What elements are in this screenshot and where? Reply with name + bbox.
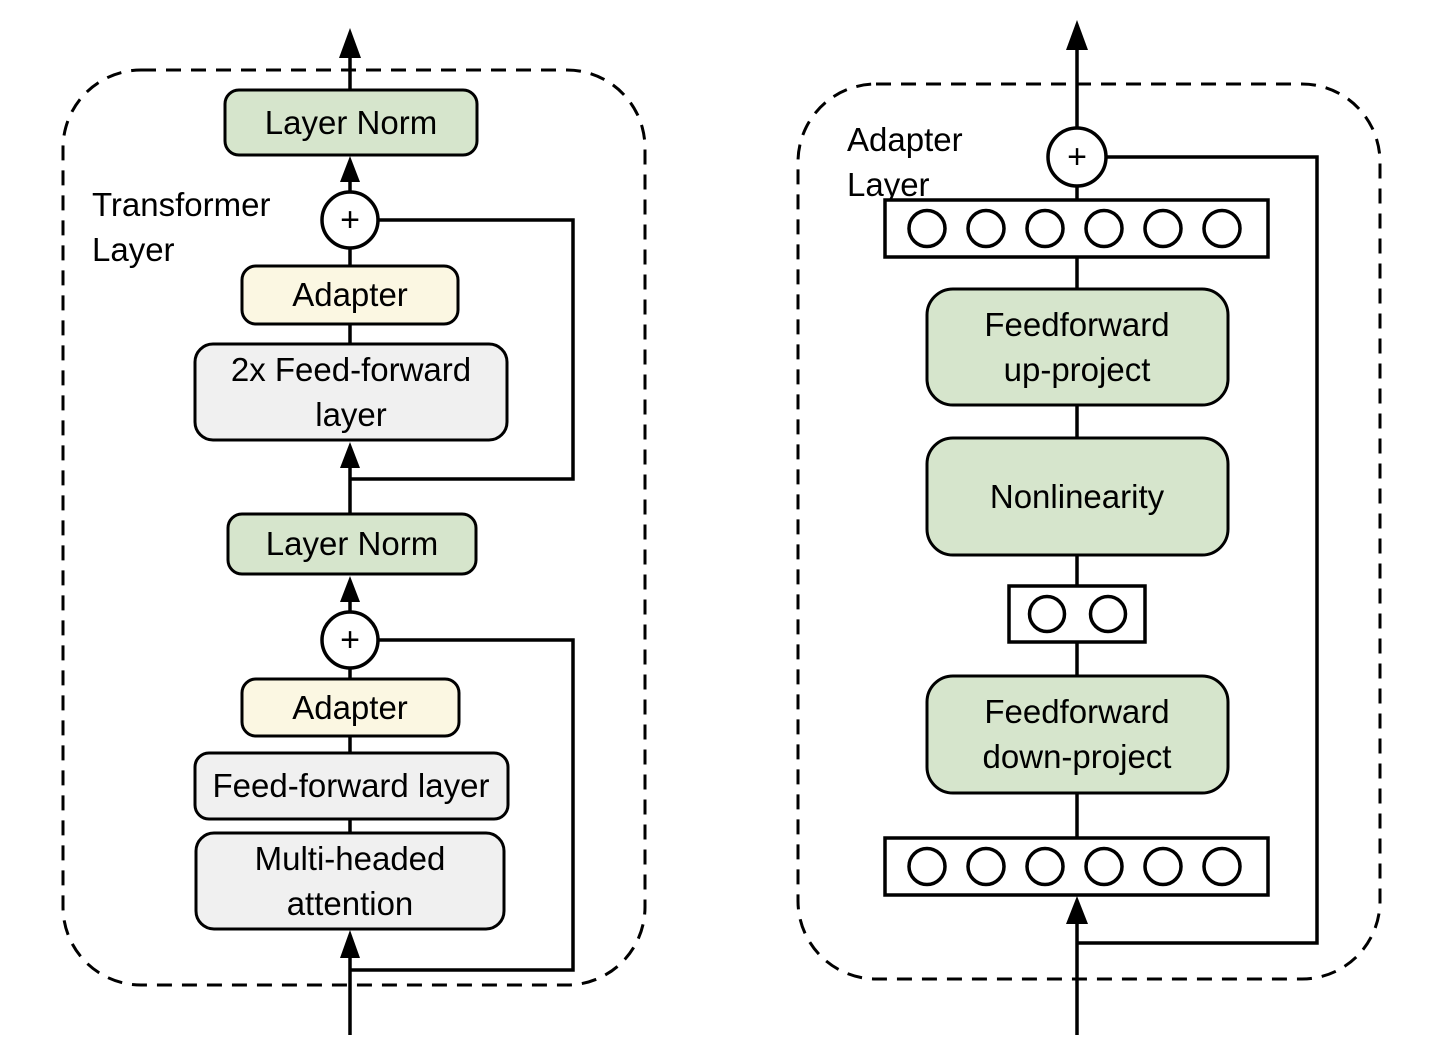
adapter-bottom-label: Adapter (292, 689, 408, 726)
vector-bottom-cell-2 (966, 846, 1006, 887)
adapter-plus-icon: + (1067, 138, 1087, 176)
adapter-top-label: Adapter (292, 276, 408, 313)
down-project-label-line2: down-project (983, 738, 1172, 775)
adapter-skip-connection (1077, 155, 1319, 945)
vector-top-cell-6 (1202, 208, 1242, 249)
up-project-label-line1: Feedforward (984, 306, 1169, 343)
adapter-output-arrow-icon (1066, 20, 1088, 50)
layer-norm-mid-box (226, 512, 478, 576)
output-arrow-icon (339, 28, 361, 58)
adapter-input-arrow-icon (1066, 896, 1088, 924)
attention-label-line1: Multi-headed (255, 840, 446, 877)
bottleneck-cell-1 (1027, 594, 1067, 634)
skip-connection-upper (350, 218, 575, 481)
vector-top-cell-1 (907, 208, 947, 249)
layer-norm-top-box (223, 88, 479, 157)
vector-bottom-cell-1 (907, 846, 947, 887)
adapter-layer-diagram: Adapter Layer + Feedforward up-project N… (796, 20, 1382, 1035)
vector-top-cell-5 (1143, 208, 1183, 249)
input-arrow-icon (340, 930, 360, 958)
feedforward-2x-label-line2: layer (315, 396, 387, 433)
skip-connection-lower (350, 638, 575, 972)
vector-bottom-cell-3 (1025, 846, 1065, 887)
nonlinearity-label: Nonlinearity (990, 478, 1165, 515)
add-to-layernorm-arrow-icon (340, 156, 360, 182)
adapter-layer-label-line2: Layer (847, 166, 930, 203)
layernorm-to-ff2x-arrow-icon (340, 442, 360, 468)
vector-bottom-cell-5 (1143, 846, 1183, 887)
plus-icon-bottom: + (340, 621, 360, 659)
layer-norm-mid-label: Layer Norm (266, 525, 438, 562)
feedforward-2x-label-line1: 2x Feed-forward (231, 351, 471, 388)
up-project-label-line2: up-project (1004, 351, 1151, 388)
vector-top-cell-2 (966, 208, 1006, 249)
vector-top-cell-4 (1084, 208, 1124, 249)
plus-icon-top: + (340, 201, 360, 239)
transformer-layer-label-line2: Layer (92, 231, 175, 268)
bottleneck-cell-2 (1088, 594, 1128, 634)
vector-bottom-cell-4 (1084, 846, 1124, 887)
transformer-layer-label-line1: Transformer (92, 186, 270, 223)
adapter-layer-label-line1: Adapter (847, 121, 963, 158)
feedforward-2x-box (193, 342, 509, 442)
transformer-layer-diagram: Transformer Layer Layer Norm + Adapter 2… (61, 28, 647, 1035)
vector-top-cell-3 (1025, 208, 1065, 249)
feedforward-label: Feed-forward layer (213, 767, 490, 804)
layer-norm-top-label: Layer Norm (265, 104, 437, 141)
transformer-layer-container (61, 68, 647, 987)
down-project-label-line1: Feedforward (984, 693, 1169, 730)
attention-label-line2: attention (287, 885, 414, 922)
attention-box (194, 831, 506, 931)
add2-to-layernorm-arrow-icon (340, 576, 360, 602)
adapter-layer-container (796, 82, 1382, 981)
vector-bottom-cell-6 (1202, 846, 1242, 887)
